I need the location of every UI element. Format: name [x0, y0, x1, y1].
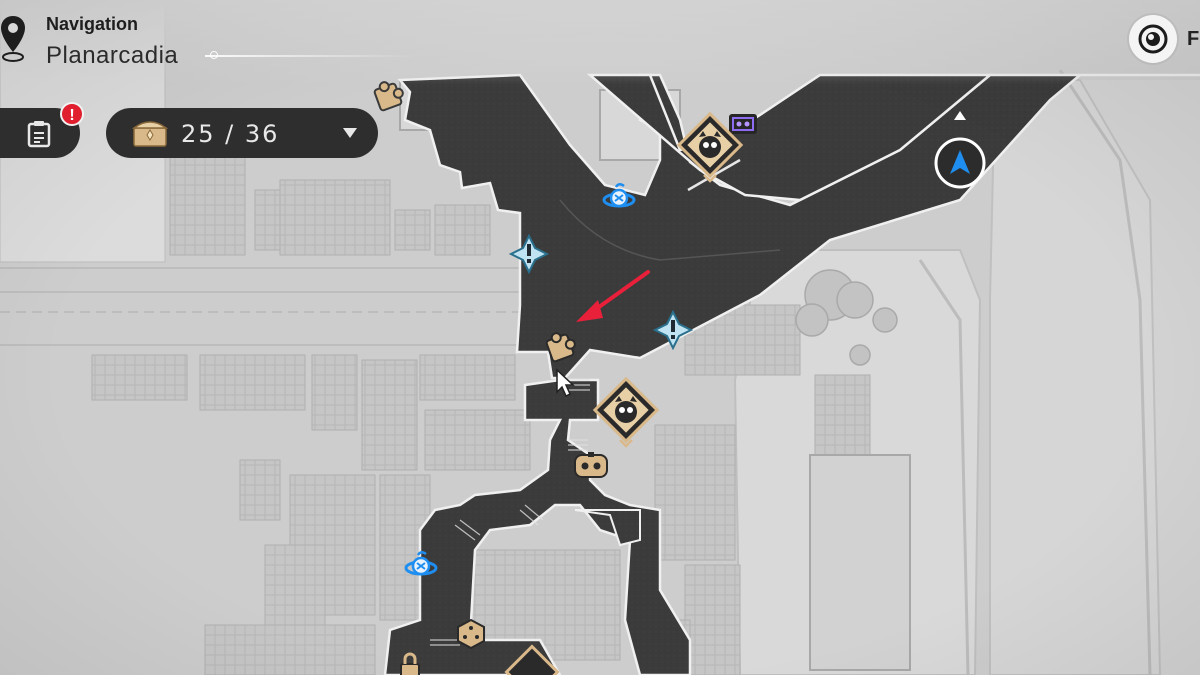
treasure-count: 25 / 36: [181, 120, 280, 148]
space-anchor-icon[interactable]: [602, 183, 636, 208]
treasure-counter-dropdown[interactable]: 25 / 36: [106, 108, 378, 158]
red-arrow-annotation: [576, 270, 650, 322]
fragmentum-target-icon: [1138, 24, 1168, 54]
mission-log-button[interactable]: !: [0, 102, 84, 158]
raccoon-merchant-icon[interactable]: [592, 376, 660, 448]
mission-marker-icon[interactable]: [508, 233, 550, 275]
map-pin-icon: [1, 16, 25, 62]
raccoon-merchant-icon[interactable]: [504, 644, 560, 675]
chevron-down-icon: [343, 128, 357, 138]
origami-bird-icon[interactable]: [574, 452, 608, 478]
navigation-header: Navigation Planarcadia: [0, 0, 420, 80]
puzzle-piece-icon[interactable]: [372, 77, 406, 112]
mouse-cursor-icon: [556, 368, 575, 398]
puzzle-piece-icon[interactable]: [544, 328, 578, 363]
treasure-chest-icon: [132, 121, 168, 147]
player-arrow-icon[interactable]: [934, 111, 986, 189]
warp-trotter-icon[interactable]: [729, 114, 757, 134]
navigation-caption: Navigation: [46, 14, 139, 34]
location-title: Planarcadia: [46, 42, 179, 69]
space-anchor-icon[interactable]: [404, 551, 438, 576]
notification-badge: !: [60, 102, 84, 126]
header-divider: [205, 55, 415, 57]
mission-marker-icon[interactable]: [652, 309, 694, 351]
mission-log-icon: [27, 121, 51, 148]
fragmentum-target-button[interactable]: [1129, 15, 1177, 63]
raccoon-merchant-icon[interactable]: [676, 111, 744, 183]
top-right-label: Fi: [1187, 28, 1200, 50]
dice-icon[interactable]: [457, 618, 485, 650]
lock-icon[interactable]: [400, 652, 420, 675]
